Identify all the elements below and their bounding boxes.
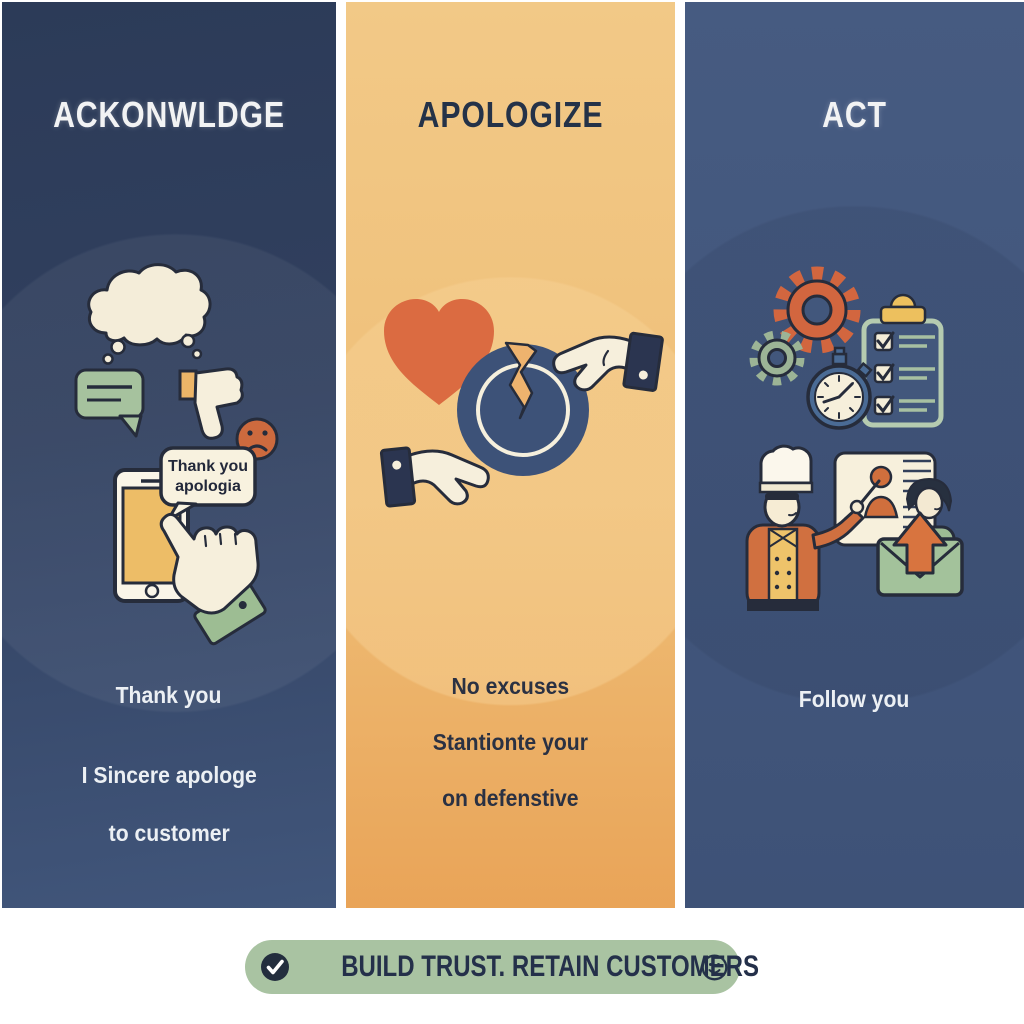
panel-act-title: ACT (822, 94, 887, 135)
giving-hand-icon (552, 331, 664, 392)
smiley-icon (701, 954, 728, 981)
panel-act: ACT (685, 2, 1024, 908)
broken-circle-icon (457, 341, 589, 476)
check-circle-icon (261, 953, 289, 981)
phone-bubble-line1: Thank you (168, 458, 248, 475)
gear-large-icon (773, 266, 861, 354)
thumbs-down-icon (178, 367, 244, 440)
gear-small-icon (749, 330, 805, 386)
speech-bubble-icon (74, 368, 145, 438)
checklist-clipboard-icon (861, 293, 944, 428)
envelope-up-arrow-icon (876, 511, 964, 597)
pointing-hand-icon (159, 512, 267, 646)
phone-bubble-line2: apologia (175, 478, 241, 495)
act-illustration (745, 266, 964, 611)
panel-apologize-title: APOLOGIZE (417, 94, 604, 135)
acknowledge-caption-secondary: I Sincere apologe to customer (81, 762, 257, 846)
footer-badge-label: BUILD TRUST. RETAIN CUSTOMERS (341, 950, 760, 983)
receiving-hand-icon (379, 446, 490, 508)
phone-speech-bubble: Thank you apologia (159, 446, 257, 522)
thought-bubble-icon (87, 263, 212, 365)
panel-acknowledge: ACKONWLDGE (2, 2, 336, 908)
acknowledge-illustration: Thank you apologia (74, 263, 279, 646)
footer-badge: BUILD TRUST. RETAIN CUSTOMERS (245, 940, 760, 994)
panel-apologize: APOLOGIZE No excuses (346, 2, 675, 908)
panel-acknowledge-title: ACKONWLDGE (53, 94, 285, 135)
act-caption: Follow you (799, 686, 910, 712)
stopwatch-icon (806, 346, 873, 430)
apologize-caption: No excuses Stantionte your on defenstive (432, 673, 589, 811)
apologize-illustration (379, 299, 664, 508)
chef-icon (745, 444, 881, 611)
acknowledge-caption-primary: Thank you (116, 682, 222, 708)
